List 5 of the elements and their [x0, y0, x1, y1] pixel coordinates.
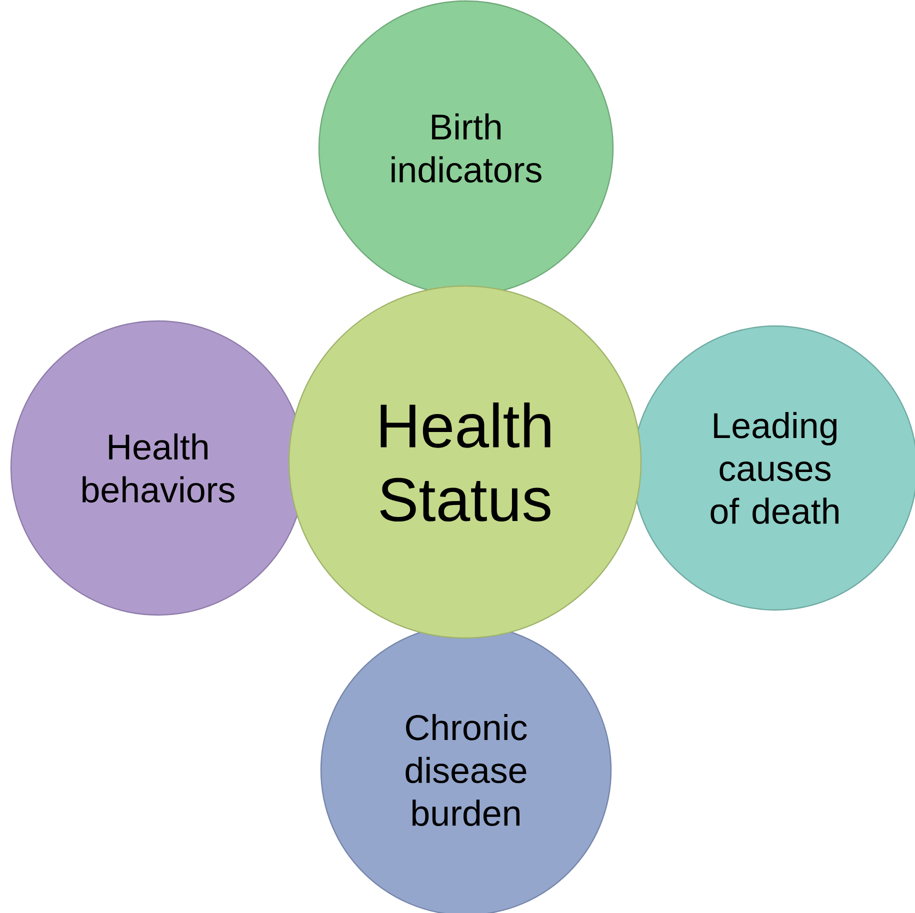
circle-node: Birth indicators: [318, 0, 614, 296]
circle-node: Leading causes of death: [632, 325, 915, 611]
circle-node: Health Status: [288, 285, 642, 639]
circle-node: Chronic disease burden: [320, 624, 612, 913]
circle-node: Health behaviors: [10, 320, 306, 616]
